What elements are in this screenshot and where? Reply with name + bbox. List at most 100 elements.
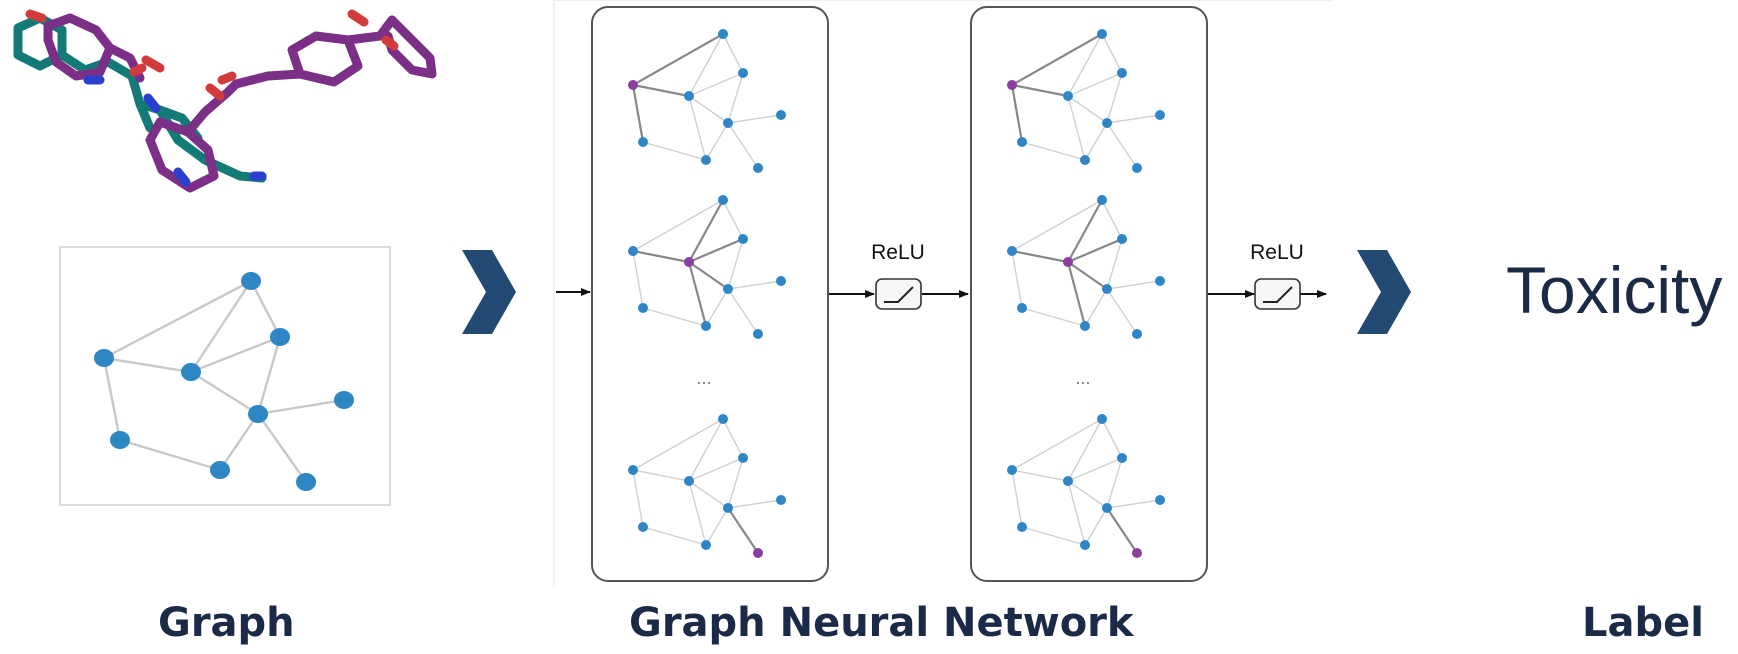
graph-edge (727, 280, 782, 290)
graph-node (1017, 303, 1027, 313)
graph-edge (722, 199, 744, 240)
highlighted-node (753, 548, 763, 558)
gnn-layer-1-box (591, 6, 829, 582)
graph-edge (688, 480, 707, 546)
graph-node (753, 329, 763, 339)
graph-edge (727, 457, 744, 509)
ellipsis: ... (696, 368, 711, 388)
gnn-graph-layer1-row2 (628, 195, 786, 339)
graph-node (723, 118, 733, 128)
graph-edge (1066, 261, 1087, 327)
graph-edge (688, 95, 707, 161)
graph-edge (1101, 199, 1123, 240)
graph-node (1155, 495, 1165, 505)
graph-node (723, 284, 733, 294)
graph-node (296, 473, 316, 491)
graph-edge (190, 370, 259, 416)
graph-node (738, 234, 748, 244)
graph-edge (705, 122, 729, 161)
graph-edge (1021, 141, 1086, 161)
graph-node (248, 405, 268, 423)
graph-edge (1101, 33, 1123, 74)
graph-edge (688, 33, 724, 97)
chevron-right-icon (1357, 250, 1411, 334)
graph-edge (1106, 72, 1123, 124)
gnn-graph-layer2-row1 (1007, 29, 1165, 173)
graph-edge (632, 33, 724, 86)
graph-edge (687, 261, 708, 327)
caption-label: Label (1582, 600, 1704, 646)
chevron-right-icon (462, 250, 516, 334)
graph-edge (642, 141, 707, 161)
graph-edge (705, 507, 729, 546)
graph-node (1017, 522, 1027, 532)
graph-edge (632, 199, 724, 252)
graph-node (1063, 91, 1073, 101)
highlighted-node (1007, 80, 1017, 90)
molecule-purple-part (43, 13, 437, 193)
graph-node (1007, 246, 1017, 256)
graph-edge (1067, 237, 1123, 264)
gnn-layer-2-box (970, 6, 1208, 582)
graph-node (628, 246, 638, 256)
graph-node (1102, 503, 1112, 513)
graph-edge (256, 336, 282, 415)
graph-edge (103, 279, 252, 360)
graph-edge (1067, 95, 1086, 161)
graph-edge (727, 507, 759, 554)
graph-node (1063, 476, 1073, 486)
graph-edge (1106, 457, 1123, 509)
graph-node (701, 540, 711, 550)
graph-node (753, 163, 763, 173)
gnn-graph-layer2-row3 (1007, 414, 1165, 558)
graph-node (241, 272, 261, 290)
graph-node (1132, 329, 1142, 339)
graph-node (1017, 137, 1027, 147)
graph-node (181, 363, 201, 381)
relu-label: ReLU (871, 241, 925, 264)
graph-edge (1101, 418, 1123, 459)
graph-edge (1084, 122, 1108, 161)
graph-edge (722, 33, 744, 74)
graph-node (1155, 276, 1165, 286)
graph-node (738, 68, 748, 78)
graph-edge (688, 72, 744, 97)
graph-node (701, 321, 711, 331)
graph-edge (1106, 507, 1138, 554)
graph-edge (1067, 72, 1123, 97)
graph-node (1102, 284, 1112, 294)
graph-edge (257, 398, 345, 416)
graph-edge (1106, 280, 1161, 290)
graph-node (1155, 110, 1165, 120)
graph-edge (688, 480, 729, 509)
gnn-graph-layer2-row2 (1007, 195, 1165, 339)
graph-edge (1106, 114, 1161, 124)
graph-node (1097, 29, 1107, 39)
graph-edge (705, 288, 729, 327)
graph-edge (1084, 288, 1108, 327)
graph-node (210, 461, 230, 479)
graph-node (1080, 321, 1090, 331)
graph-edge (103, 356, 192, 374)
graph-edge (688, 418, 724, 482)
graph-edge (688, 95, 729, 124)
graph-edge (1011, 250, 1023, 309)
graph-edge (119, 438, 221, 472)
graph-node (638, 522, 648, 532)
input-graph (94, 272, 354, 491)
output-label: Toxicity (1506, 253, 1723, 327)
relu-box (875, 278, 922, 310)
graph-node (776, 276, 786, 286)
molecule-heteroatoms (25, 9, 399, 187)
graph-edge (190, 335, 281, 374)
relu-box (1254, 278, 1301, 310)
caption-graph: Graph (158, 600, 295, 646)
graph-node (1117, 68, 1127, 78)
graph-edge (688, 261, 729, 290)
graph-node (270, 328, 290, 346)
graph-edge (1084, 507, 1108, 546)
graph-edge (1067, 95, 1108, 124)
graph-edge (632, 83, 690, 98)
graph-edge (219, 413, 259, 471)
